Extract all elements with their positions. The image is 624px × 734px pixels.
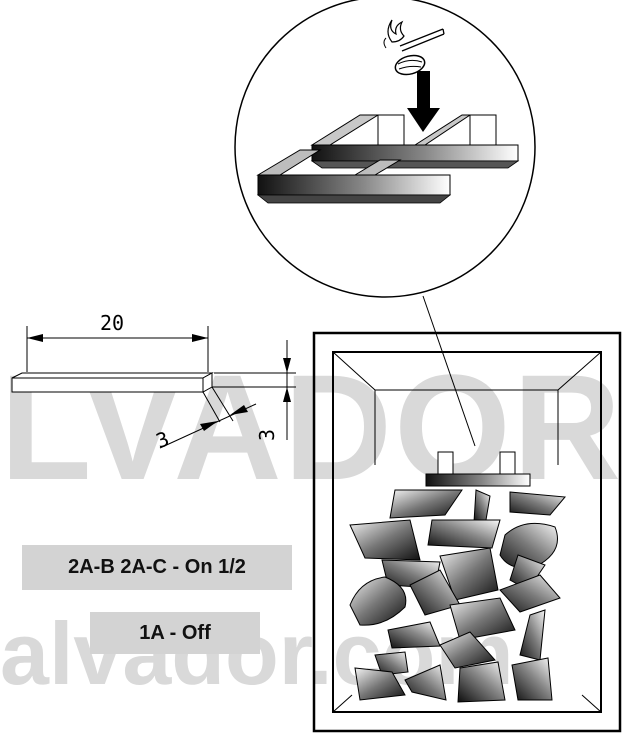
dimension-length-label: 20 bbox=[100, 311, 124, 335]
down-arrow-icon bbox=[407, 71, 440, 132]
stove-kindling bbox=[425, 451, 531, 487]
kindling-log-lower bbox=[256, 149, 452, 204]
dimension-height-label: 3 bbox=[255, 429, 279, 441]
sauna-stones bbox=[349, 489, 566, 703]
setting-label-half-power: 2A-B 2A-C - On 1/2 bbox=[22, 545, 292, 590]
stove bbox=[312, 331, 622, 733]
leader-line bbox=[422, 295, 476, 447]
dimension-width-label: 3 bbox=[153, 426, 173, 453]
magnified-view bbox=[234, 0, 536, 298]
setting-label-off: 1A - Off bbox=[90, 612, 260, 654]
stick-dimension-drawing bbox=[11, 326, 296, 449]
kindling-log-upper bbox=[310, 114, 520, 169]
fire-lighter-icon bbox=[394, 54, 426, 76]
match-icon bbox=[383, 19, 445, 52]
